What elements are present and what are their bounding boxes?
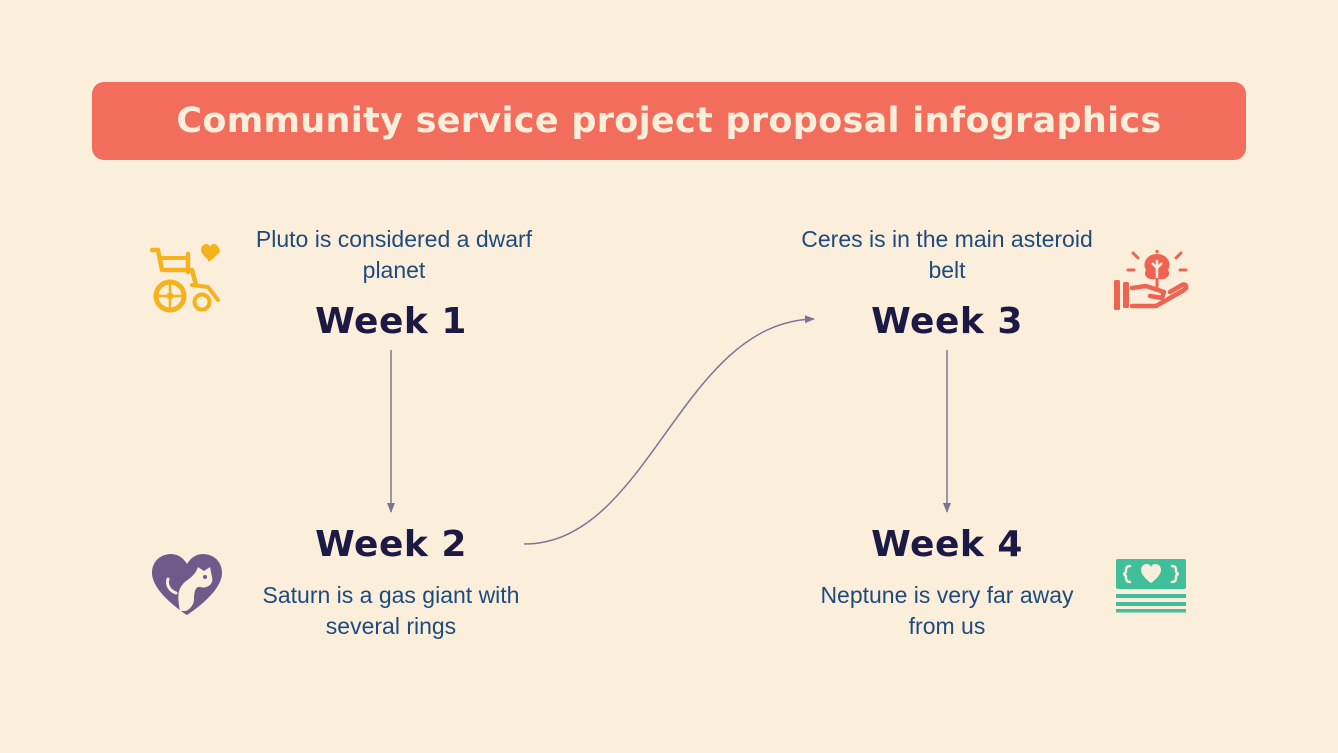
- step-1-label: Week 1: [315, 301, 467, 342]
- step-3-description: Ceres is in the main asteroid belt: [801, 226, 1093, 283]
- step-4-label: Week 4: [871, 524, 1023, 565]
- wheelchair-heart-icon: [149, 244, 220, 313]
- heart-dog-icon: [152, 554, 222, 615]
- title-banner: Community service project proposal infog…: [92, 82, 1246, 160]
- step-1-description: Pluto is considered a dwarf planet: [255, 226, 533, 283]
- hand-plant-icon: [1114, 250, 1189, 310]
- step-3-label: Week 3: [871, 301, 1023, 342]
- step-2-description: Saturn is a gas giant with several rings: [262, 582, 520, 639]
- step-4-description: Neptune is very far away from us: [820, 582, 1074, 639]
- arrow-week2-to-week3: [523, 315, 815, 545]
- money-heart-icon: [1116, 559, 1186, 613]
- step-2-label: Week 2: [315, 524, 467, 565]
- page-title: Community service project proposal infog…: [176, 101, 1162, 141]
